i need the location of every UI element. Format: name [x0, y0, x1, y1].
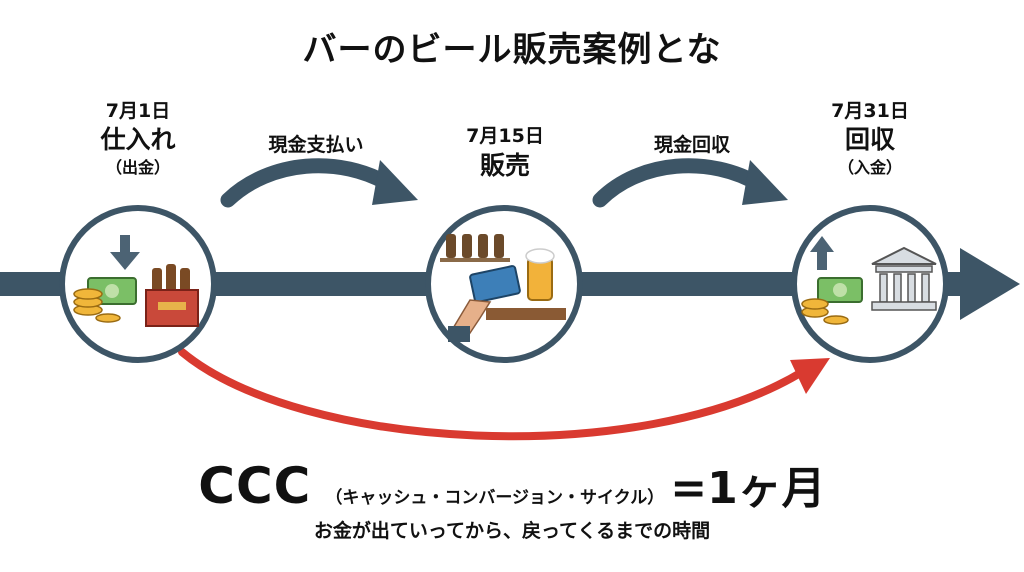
ccc-arrow	[178, 348, 806, 441]
beer-glass-icon	[486, 248, 566, 320]
stage3-date: 7月31日	[831, 100, 909, 122]
timeline-arrowhead	[960, 248, 1020, 320]
stage-circle-collection	[791, 205, 949, 363]
money-coins-icon	[73, 277, 137, 323]
stage2-date: 7月15日	[466, 125, 544, 147]
stage1-name: 仕入れ	[100, 125, 176, 154]
ccc-row: CCC （キャッシュ・コンバージョン・サイクル） =1ヶ月	[0, 452, 1024, 516]
down-arrow-icon	[110, 235, 140, 270]
payment-arrowhead	[372, 160, 418, 205]
stage3-sub: （入金）	[837, 158, 902, 177]
stage-circle-purchase	[59, 205, 217, 363]
page-title: バーのビール販売案例とな	[302, 30, 722, 70]
money-coins-icon	[801, 277, 863, 325]
ccc-value: =1ヶ月	[670, 463, 826, 514]
ccc-caption: お金が出ていってから、戻ってくるまでの時間	[313, 520, 711, 542]
up-arrow-icon	[810, 236, 834, 270]
stage2-name: 販売	[479, 151, 530, 180]
ccc-abbr: CCC	[198, 457, 312, 515]
beer-crate-icon	[145, 264, 199, 327]
ccc-arrowhead	[790, 358, 830, 394]
bank-icon	[871, 246, 937, 311]
payment-arrow	[220, 158, 398, 208]
collection-label: 現金回収	[653, 134, 730, 156]
shelf-bottles-icon	[440, 234, 510, 262]
collection-arrow	[592, 158, 768, 208]
payment-label: 現金支払い	[268, 134, 364, 156]
collection-arrowhead	[742, 160, 788, 205]
stage1-date: 7月1日	[105, 100, 171, 122]
stage3-name: 回収	[844, 125, 895, 154]
hand-card-icon	[448, 265, 521, 342]
stage-circle-sale	[425, 205, 583, 363]
ccc-full: （キャッシュ・コンバージョン・サイクル）	[325, 488, 665, 508]
stage1-sub: （出金）	[105, 158, 170, 177]
